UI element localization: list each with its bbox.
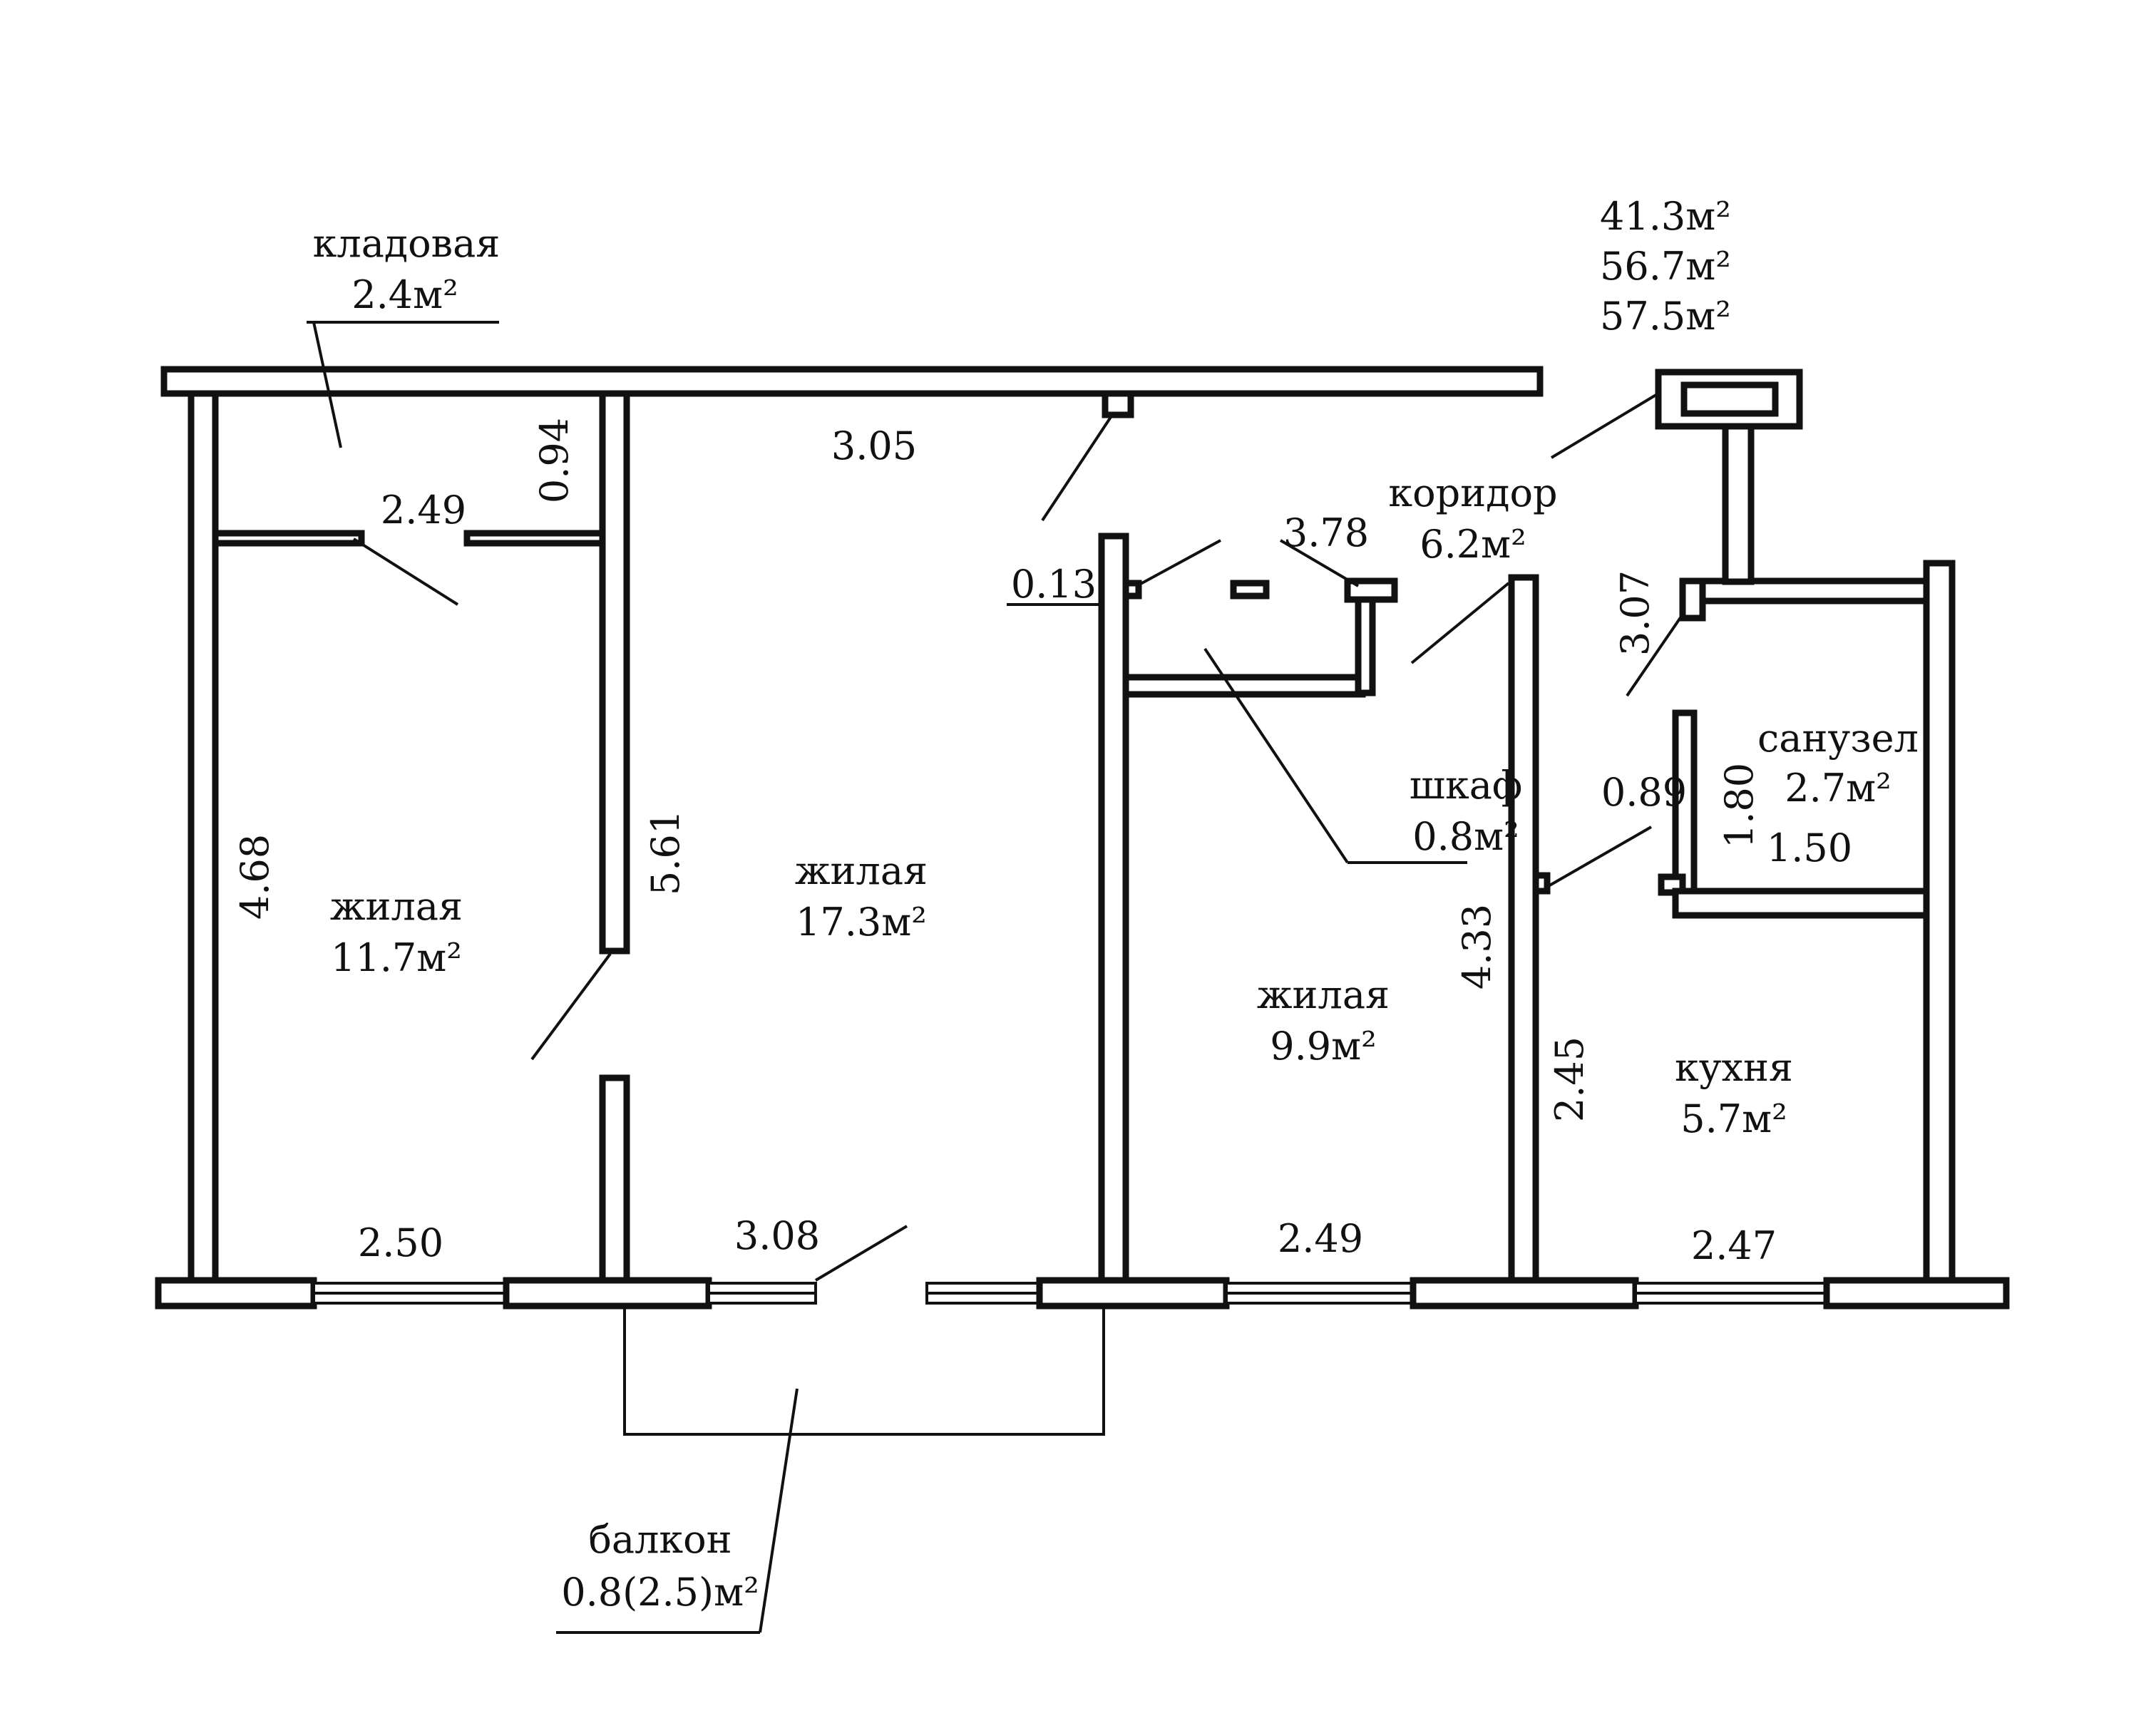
storage-partition-left <box>212 530 365 547</box>
vent-shaft-stem <box>1722 423 1755 585</box>
dim-5-61: 5.61 <box>643 810 688 895</box>
dim-2-47: 2.47 <box>1691 1223 1777 1268</box>
total-living-area: 41.3м² <box>1600 194 1731 239</box>
wall-living2-living3 <box>1098 533 1129 1297</box>
closet-small-bar <box>1230 580 1270 600</box>
walls <box>160 366 1956 1297</box>
dim-4-68: 4.68 <box>232 834 277 920</box>
left-wall <box>188 390 219 1297</box>
bathroom-name: санузел <box>1757 716 1919 761</box>
dim-0-13: 0.13 <box>1011 562 1097 607</box>
balcony-area: 0.8(2.5)м² <box>561 1570 759 1615</box>
living1-area: 11.7м² <box>331 935 462 980</box>
bathroom-bottom-wall <box>1672 888 1930 919</box>
closet-name: шкаф <box>1410 763 1522 808</box>
storage-partition-right <box>463 530 606 547</box>
bathroom-top-wall <box>1679 577 1930 605</box>
balcony-name: балкон <box>588 1517 732 1562</box>
dim-3-07: 3.07 <box>1613 570 1658 656</box>
bathroom-area: 2.7м² <box>1785 766 1891 811</box>
facade-segment-pier3 <box>1410 1277 1639 1310</box>
dim-0-94: 0.94 <box>532 418 577 503</box>
storage-area: 2.4м² <box>351 272 458 317</box>
bathroom-top-stub <box>1679 577 1706 622</box>
wall-living1-living2-upper <box>599 390 630 955</box>
dim-1-50: 1.50 <box>1767 826 1852 870</box>
area-totals: 41.3м² 56.7м² 57.5м² <box>1600 194 1731 339</box>
closet-bottom-wall <box>1122 674 1366 698</box>
kitchen-area: 5.7м² <box>1680 1096 1787 1141</box>
dim-0-89: 0.89 <box>1601 770 1687 815</box>
storage-name: кладовая <box>313 221 500 266</box>
living1-name: жилая <box>330 884 463 929</box>
kitchen-name: кухня <box>1675 1045 1793 1090</box>
room-labels: кладовая 2.4м² жилая 11.7м² жилая 17.3м²… <box>313 221 1919 1615</box>
facade-segment-pier1 <box>503 1277 712 1310</box>
right-wall <box>1923 560 1956 1297</box>
facade <box>155 1277 2010 1436</box>
facade-segment-right-end <box>1823 1277 2010 1310</box>
balcony-outline <box>623 1306 1105 1436</box>
facade-segment-pier2 <box>1036 1277 1230 1310</box>
wall-living1-living2-lower <box>599 1074 630 1297</box>
wall-stub-013 <box>1122 580 1142 600</box>
total-area: 56.7м² <box>1600 244 1731 289</box>
dimension-labels: 3.05 0.94 2.49 0.13 3.78 3.07 0.89 1.80 … <box>232 418 1852 1268</box>
dim-1-80: 1.80 <box>1717 763 1762 848</box>
closet-area: 0.8м² <box>1412 814 1519 859</box>
dim-3-05: 3.05 <box>831 423 917 468</box>
leader-lines <box>307 321 1684 1634</box>
dim-2-49-top: 2.49 <box>381 488 466 533</box>
closet-top-stub <box>1344 577 1398 603</box>
dim-2-45: 2.45 <box>1547 1037 1592 1122</box>
living3-name: жилая <box>1257 972 1390 1017</box>
dim-3-78: 3.78 <box>1283 510 1369 555</box>
wall-living3-kitchen <box>1508 574 1539 1297</box>
living2-area: 17.3м² <box>796 900 927 945</box>
corridor-area: 6.2м² <box>1420 522 1526 567</box>
top-wall-notch <box>1102 390 1134 418</box>
top-wall <box>160 366 1544 397</box>
dim-2-49-bottom: 2.49 <box>1278 1216 1363 1261</box>
dim-3-08: 3.08 <box>734 1213 820 1258</box>
dim-2-50: 2.50 <box>358 1220 443 1265</box>
facade-segment-left-end <box>155 1277 317 1310</box>
vent-shaft-inner <box>1680 381 1779 417</box>
corridor-name: коридор <box>1388 470 1557 515</box>
living2-name: жилая <box>795 848 928 893</box>
total-area-with-balcony: 57.5м² <box>1600 294 1731 339</box>
wall-stub-089 <box>1532 872 1551 895</box>
living3-area: 9.9м² <box>1270 1024 1377 1069</box>
dim-4-33: 4.33 <box>1454 904 1499 989</box>
